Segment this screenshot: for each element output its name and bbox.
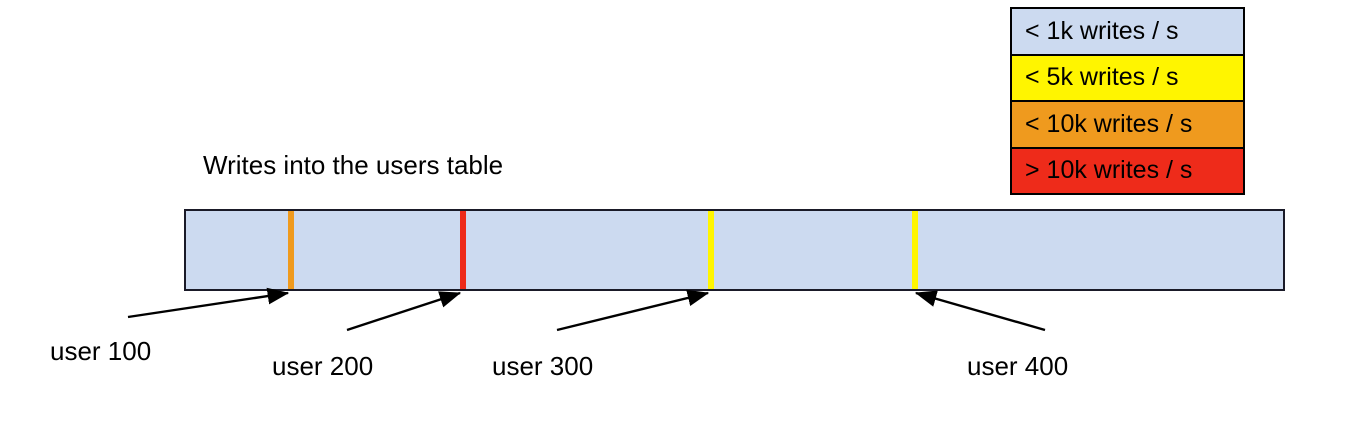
- legend-label-medium: < 5k writes / s: [1025, 63, 1179, 92]
- user-label-300: user 300: [492, 351, 594, 381]
- arrow-to-user-400: [914, 290, 1046, 332]
- write-rate-legend: < 1k writes / s < 5k writes / s < 10k wr…: [1010, 7, 1245, 195]
- user-label-400: user 400: [967, 351, 1069, 381]
- legend-row-medium: < 5k writes / s: [1012, 55, 1243, 102]
- bar-marker-user-400: [912, 211, 918, 289]
- bar-marker-user-200: [460, 211, 466, 289]
- chart-title: Writes into the users table: [203, 150, 504, 180]
- legend-label-low: < 1k writes / s: [1025, 16, 1179, 45]
- arrow-to-user-200: [346, 291, 462, 332]
- arrow-to-user-300: [556, 289, 710, 332]
- user-label-200: user 200: [272, 351, 374, 381]
- legend-row-low: < 1k writes / s: [1012, 9, 1243, 56]
- bar-marker-user-100: [288, 211, 294, 289]
- arrow-to-user-100: [127, 287, 290, 319]
- user-label-100: user 100: [50, 336, 152, 366]
- legend-row-high: < 10k writes / s: [1012, 102, 1243, 149]
- legend-label-critical: > 10k writes / s: [1025, 156, 1193, 185]
- legend-label-high: < 10k writes / s: [1025, 109, 1193, 138]
- users-table-range-bar: [184, 209, 1285, 291]
- bar-marker-user-300: [708, 211, 714, 289]
- legend-row-critical: > 10k writes / s: [1012, 148, 1243, 193]
